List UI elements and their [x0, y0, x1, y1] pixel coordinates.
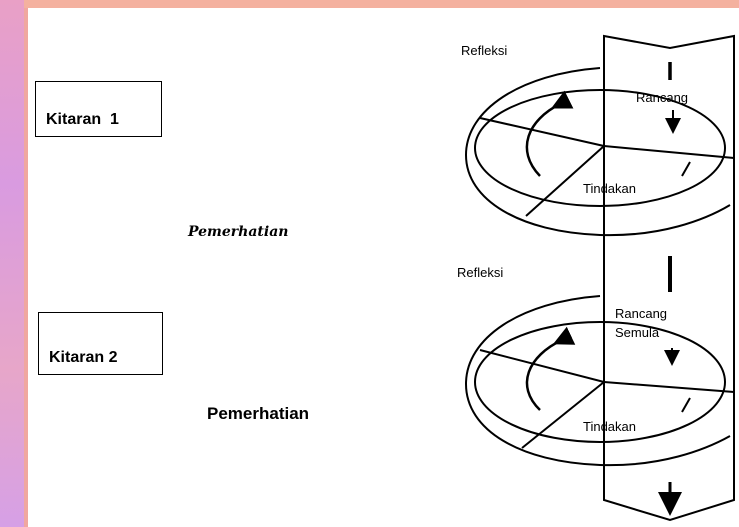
lower-inner-ring [474, 321, 726, 443]
upper-divider-2 [525, 145, 605, 217]
top-border [0, 0, 739, 8]
lower-cycle-arrow [525, 326, 576, 411]
replan-label-line2: Semula [615, 325, 660, 340]
action-label-1: Tindakan [583, 181, 636, 196]
cycle-1-label: Kitaran 1 [46, 111, 119, 128]
spine-dash-2 [681, 161, 691, 177]
left-border [0, 0, 24, 527]
cycle-1-observation: Pemerhatian [188, 224, 289, 240]
action-label-2: Tindakan [583, 419, 636, 434]
reflection-label-2: Refleksi [457, 265, 503, 280]
upper-divider-3 [603, 145, 735, 159]
lower-ellipse [464, 295, 731, 467]
cycle-2-label: Kitaran 2 [49, 349, 118, 366]
lower-divider-2 [521, 381, 605, 449]
plan-label-1: Rancang [636, 90, 688, 105]
upper-divider-1 [479, 117, 605, 147]
spine-dash-4 [681, 397, 691, 413]
upper-cycle-arrow [525, 90, 574, 177]
cycle-2-observation: Pemerhatian [207, 404, 310, 423]
replan-label-line1: Rancang [615, 306, 667, 321]
lower-divider-1 [479, 349, 605, 383]
cycle-1-box: Kitaran 1 [35, 81, 162, 137]
lower-divider-3 [603, 381, 735, 393]
reflection-label-1: Refleksi [461, 43, 507, 58]
cycle-2-box: Kitaran 2 [38, 312, 163, 375]
upper-inner-ring [474, 89, 726, 207]
upper-ellipse [464, 67, 731, 237]
